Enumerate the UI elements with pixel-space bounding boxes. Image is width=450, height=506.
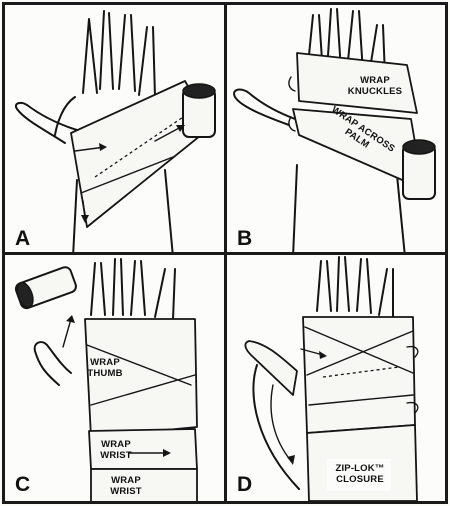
panel-d-letter: D	[237, 473, 253, 496]
wrap-around-arrow	[406, 345, 419, 358]
finger-outline	[336, 256, 350, 312]
panel-a-drawing	[15, 10, 216, 253]
bandage-wrist-2	[90, 468, 198, 501]
bandage-hand	[84, 318, 198, 438]
panel-c: WRAP THUMB WRAP WRIST WRAP WRIST C	[2, 252, 228, 504]
thumb-outline	[15, 101, 78, 144]
finger-outline	[316, 260, 332, 312]
panel-b: WRAP KNUCKLES WRAP ACROSS PALM B	[224, 2, 448, 256]
bandage-hand	[302, 316, 416, 434]
bandage-knuckles	[296, 52, 418, 114]
panel-c-letter: C	[15, 473, 31, 496]
direction-arrow	[300, 348, 324, 356]
bandage-roll	[182, 83, 216, 138]
hidden-wrap-line	[322, 366, 400, 378]
finger-outline	[378, 268, 394, 318]
label-wrap-wrist-2: WRAP WRIST	[110, 475, 142, 497]
finger-outline	[130, 260, 146, 316]
wrap-around-arrow	[288, 76, 296, 92]
bandage-roll	[402, 139, 436, 200]
label-zip-lok-closure: ZIP-LOK™ CLOSURE	[335, 463, 385, 485]
panel-a: A	[2, 2, 228, 256]
hand-edge-curve	[252, 364, 300, 490]
panel-b-drawing	[233, 8, 436, 253]
wrap-around-arrow	[288, 116, 296, 132]
panel-b-letter: B	[237, 227, 253, 250]
label-wrap-wrist-1: WRAP WRIST	[100, 439, 132, 461]
direction-arrow	[270, 384, 292, 462]
thumb-outline	[33, 341, 72, 386]
panel-d-drawing	[244, 256, 419, 501]
hidden-wrap-line	[94, 108, 196, 178]
bandage-roll	[14, 266, 77, 310]
palm-outline	[292, 164, 406, 253]
label-wrap-knuckles: WRAP KNUCKLES	[347, 75, 403, 97]
wrap-folds	[304, 326, 414, 406]
finger-outline	[118, 14, 136, 92]
finger-outline	[154, 268, 176, 320]
panel-a-letter: A	[15, 227, 31, 250]
thumb-wrap	[244, 340, 298, 396]
wrap-around-arrow	[406, 401, 419, 414]
direction-arrow	[154, 126, 182, 142]
direction-arrow	[62, 318, 72, 348]
panel-c-drawing	[14, 258, 198, 501]
wrap-fold	[80, 156, 174, 194]
thumb-outline	[233, 88, 296, 126]
finger-outline	[82, 18, 98, 94]
wrap-folds	[86, 344, 196, 406]
panel-d: ZIP-LOK™ CLOSURE D	[224, 252, 448, 504]
finger-outline	[112, 258, 124, 316]
finger-outline	[138, 26, 156, 98]
label-wrap-thumb: WRAP THUMB	[87, 357, 123, 379]
finger-outline	[99, 10, 114, 90]
finger-outline	[90, 262, 106, 316]
finger-outline	[356, 258, 372, 314]
